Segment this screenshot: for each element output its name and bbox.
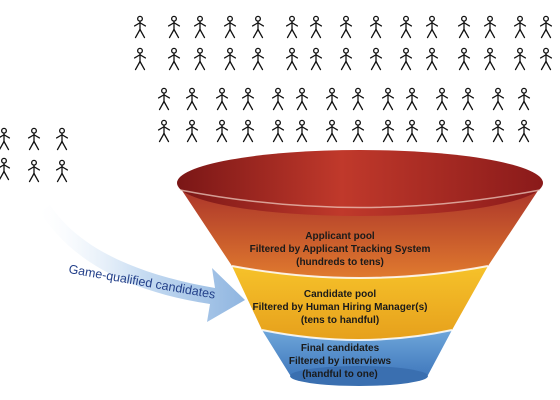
person-icon bbox=[339, 47, 353, 71]
person-icon bbox=[539, 15, 553, 39]
person-icon bbox=[271, 119, 285, 143]
person-icon bbox=[251, 15, 265, 39]
person-icon bbox=[435, 87, 449, 111]
person-icon bbox=[339, 15, 353, 39]
person-icon bbox=[381, 87, 395, 111]
person-icon bbox=[369, 47, 383, 71]
person-icon bbox=[405, 87, 419, 111]
funnel-top-rim bbox=[177, 150, 543, 216]
person-icon bbox=[157, 119, 171, 143]
person-icon bbox=[157, 87, 171, 111]
person-icon bbox=[399, 15, 413, 39]
person-icon bbox=[517, 119, 531, 143]
person-icon bbox=[351, 87, 365, 111]
candidate-pool-range: (tens to handful) bbox=[300, 315, 380, 326]
applicant-pool-label: Applicant pool Filtered by Applicant Tra… bbox=[240, 230, 440, 269]
person-icon bbox=[55, 127, 69, 151]
person-icon bbox=[223, 15, 237, 39]
candidate-pool-filter: Filtered by Human Hiring Manager(s) bbox=[252, 302, 428, 313]
person-icon bbox=[457, 47, 471, 71]
final-candidates-filter: Filtered by interviews bbox=[288, 356, 392, 367]
person-icon bbox=[483, 15, 497, 39]
person-icon bbox=[517, 87, 531, 111]
person-icon bbox=[309, 47, 323, 71]
final-candidates-title: Final candidates bbox=[300, 343, 380, 354]
person-icon bbox=[241, 119, 255, 143]
person-icon bbox=[0, 157, 11, 181]
person-icon bbox=[223, 47, 237, 71]
person-icon bbox=[251, 47, 265, 71]
person-icon bbox=[133, 47, 147, 71]
person-icon bbox=[193, 15, 207, 39]
person-icon bbox=[185, 87, 199, 111]
person-icon bbox=[381, 119, 395, 143]
person-icon bbox=[325, 119, 339, 143]
person-icon bbox=[271, 87, 285, 111]
person-icon bbox=[0, 127, 11, 151]
person-icon bbox=[27, 159, 41, 183]
final-candidates-range: (handful to one) bbox=[302, 369, 378, 380]
candidate-pool-label: Candidate pool Filtered by Human Hiring … bbox=[240, 288, 440, 327]
funnel-final-base bbox=[290, 366, 428, 386]
person-icon bbox=[539, 47, 553, 71]
funnel-divider-upper bbox=[231, 265, 489, 279]
person-icon bbox=[309, 15, 323, 39]
person-icon bbox=[405, 119, 419, 143]
candidate-pool-title: Candidate pool bbox=[303, 289, 377, 300]
person-icon bbox=[425, 15, 439, 39]
funnel-divider-lower bbox=[261, 329, 453, 341]
person-icon bbox=[513, 47, 527, 71]
final-candidates-label: Final candidates Filtered by interviews … bbox=[245, 342, 435, 381]
applicant-pool-range: (hundreds to tens) bbox=[296, 257, 384, 268]
game-qualified-arrow bbox=[40, 205, 245, 322]
person-icon bbox=[133, 15, 147, 39]
funnel-rim-highlight bbox=[179, 189, 541, 209]
person-icon bbox=[215, 87, 229, 111]
person-icon bbox=[193, 47, 207, 71]
person-icon bbox=[491, 87, 505, 111]
person-icon bbox=[185, 119, 199, 143]
person-icon bbox=[167, 15, 181, 39]
applicant-pool-filter: Filtered by Applicant Tracking System bbox=[249, 244, 431, 255]
person-icon bbox=[295, 119, 309, 143]
person-icon bbox=[461, 87, 475, 111]
person-icon bbox=[325, 87, 339, 111]
person-icon bbox=[461, 119, 475, 143]
person-icon bbox=[27, 127, 41, 151]
person-icon bbox=[167, 47, 181, 71]
person-icon bbox=[369, 15, 383, 39]
person-icon bbox=[351, 119, 365, 143]
person-icon bbox=[285, 15, 299, 39]
person-icon bbox=[285, 47, 299, 71]
person-icon bbox=[55, 159, 69, 183]
funnel-segment-candidate-pool bbox=[232, 266, 488, 340]
person-icon bbox=[483, 47, 497, 71]
applicant-pool-title: Applicant pool bbox=[305, 231, 375, 242]
person-icon bbox=[295, 87, 309, 111]
person-icon bbox=[513, 15, 527, 39]
person-icon bbox=[491, 119, 505, 143]
person-icon bbox=[215, 119, 229, 143]
person-icon bbox=[399, 47, 413, 71]
person-icon bbox=[241, 87, 255, 111]
person-icon bbox=[457, 15, 471, 39]
person-icon bbox=[425, 47, 439, 71]
person-icon bbox=[435, 119, 449, 143]
